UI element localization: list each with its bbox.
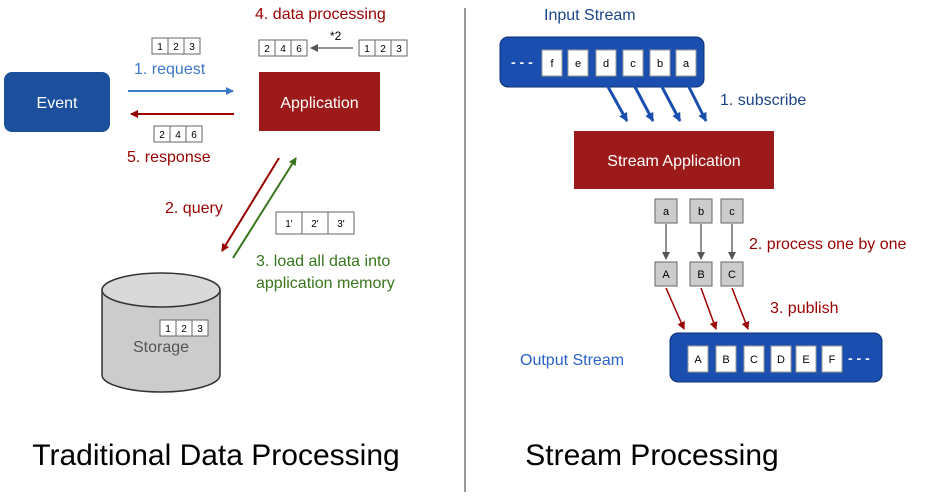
processed-cell: 4 xyxy=(280,44,286,55)
process-label: 2. process one by one xyxy=(749,236,907,253)
process-input-item: c xyxy=(729,206,735,218)
input-cell: 2 xyxy=(380,44,386,55)
event-label: Event xyxy=(37,95,78,112)
response-array: 2 4 6 xyxy=(153,125,203,143)
subscribe-arrows xyxy=(605,84,708,122)
response-cell: 6 xyxy=(191,130,197,141)
output-item: A xyxy=(694,354,702,366)
storage-cylinder xyxy=(101,272,221,393)
processed-array: 2 4 6 xyxy=(258,39,308,57)
response-cell: 2 xyxy=(159,130,165,141)
storage-cell: 2 xyxy=(181,324,187,335)
query-arrow xyxy=(221,157,280,252)
process-output-item: C xyxy=(728,269,736,281)
loaded-cell: 1' xyxy=(285,219,293,230)
storage-label: Storage xyxy=(133,339,189,356)
stream-application-label: Stream Application xyxy=(607,153,740,170)
step1-label: 1. request xyxy=(134,61,206,78)
output-item: E xyxy=(802,354,809,366)
process-output-item: B xyxy=(697,269,704,281)
processed-cell: 2 xyxy=(264,44,270,55)
request-cell: 1 xyxy=(157,42,163,53)
step3-label-line2: application memory xyxy=(256,275,395,292)
output-item: F xyxy=(829,354,836,366)
input-item: b xyxy=(657,58,663,70)
publish-arrows xyxy=(665,287,750,330)
storage-cell: 3 xyxy=(197,324,203,335)
step5-label: 5. response xyxy=(127,149,211,166)
input-item: f xyxy=(550,58,554,70)
loaded-array: 1' 2' 3' xyxy=(275,211,355,235)
publish-label: 3. publish xyxy=(770,300,839,317)
output-stream-items: A B C D E F xyxy=(687,345,843,373)
process-input-item: b xyxy=(698,206,704,218)
application-box xyxy=(259,72,380,131)
input-item: a xyxy=(683,58,690,70)
stream-application-box xyxy=(574,131,774,189)
application-label: Application xyxy=(280,95,358,112)
process-inputs: a b c xyxy=(654,198,744,224)
step2-label: 2. query xyxy=(165,200,223,217)
subscribe-label: 1. subscribe xyxy=(720,92,806,109)
process-input-item: a xyxy=(663,206,670,218)
response-cell: 4 xyxy=(175,130,181,141)
input-cell: 3 xyxy=(396,44,402,55)
right-caption: Stream Processing xyxy=(525,439,778,472)
load-arrow xyxy=(232,157,297,259)
input-array: 1 2 3 xyxy=(358,39,408,57)
output-item: C xyxy=(750,354,758,366)
processed-cell: 6 xyxy=(296,44,302,55)
input-item: e xyxy=(575,58,581,70)
request-cell: 3 xyxy=(189,42,195,53)
request-cell: 2 xyxy=(173,42,179,53)
event-box xyxy=(4,72,110,132)
output-item: D xyxy=(777,354,785,366)
process-output-item: A xyxy=(662,269,670,281)
input-stream-ellipsis: - - - xyxy=(511,54,533,70)
process-outputs: A B C xyxy=(654,261,744,287)
input-stream-items: f e d c b a xyxy=(541,49,697,77)
output-stream-label: Output Stream xyxy=(520,352,624,369)
loaded-cell: 3' xyxy=(337,219,345,230)
left-caption: Traditional Data Processing xyxy=(32,439,399,472)
request-array: 1 2 3 xyxy=(151,37,201,55)
input-cell: 1 xyxy=(364,44,370,55)
input-item: d xyxy=(603,58,609,70)
loaded-cell: 2' xyxy=(311,219,319,230)
step3-label-line1: 3. load all data into xyxy=(256,253,390,270)
step4-label: 4. data processing xyxy=(255,6,386,23)
process-arrows xyxy=(662,224,736,260)
storage-cell: 1 xyxy=(165,324,171,335)
input-stream-label: Input Stream xyxy=(544,7,636,24)
storage-array: 1 2 3 xyxy=(159,319,209,337)
input-item: c xyxy=(630,58,636,70)
multiplier-label: *2 xyxy=(330,29,342,43)
output-item: B xyxy=(722,354,729,366)
output-stream-ellipsis: - - - xyxy=(848,350,870,366)
